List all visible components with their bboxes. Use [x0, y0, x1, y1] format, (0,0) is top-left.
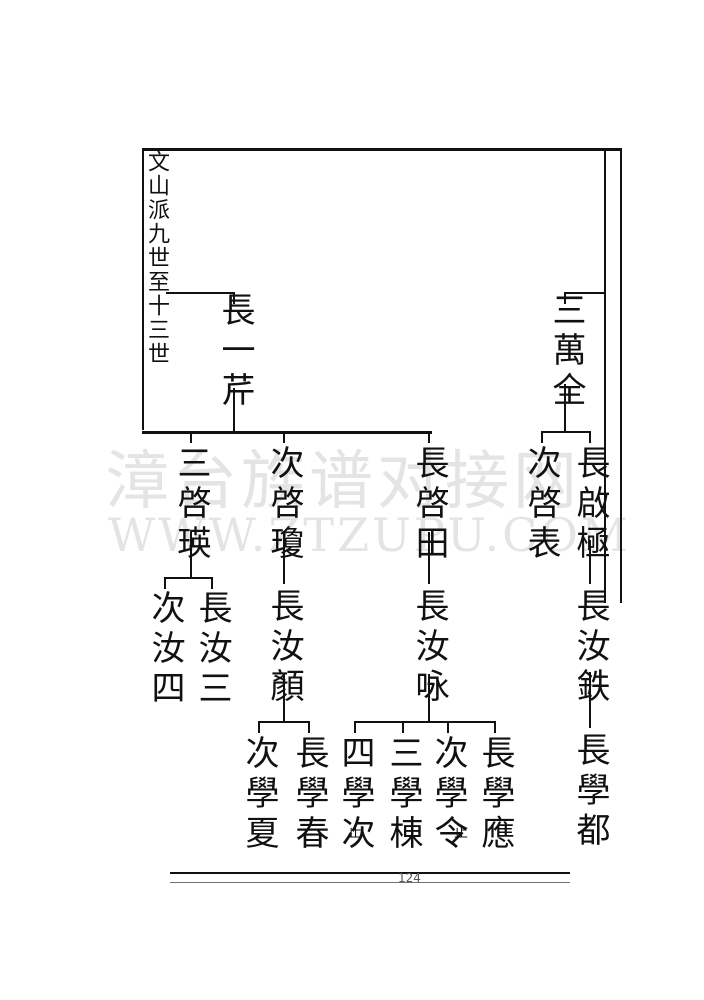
connector [258, 721, 310, 723]
person-name: 長學春 [289, 735, 329, 855]
bottom-rule [170, 872, 570, 874]
connector [564, 384, 566, 432]
page-number: 124 [398, 871, 421, 885]
top-border [142, 148, 620, 151]
connector [211, 577, 213, 589]
connector [164, 577, 166, 589]
connector [564, 292, 606, 294]
left-border [142, 148, 144, 430]
connector [589, 540, 591, 584]
connector [447, 721, 449, 733]
person-name: 長啓田 [409, 445, 449, 565]
connector [589, 431, 591, 443]
bottom-rule-thin [170, 882, 570, 883]
connector [233, 388, 235, 432]
person-name: 長汝三 [192, 590, 232, 710]
person-name: 長汝鉄 [570, 588, 610, 708]
connector [190, 532, 192, 578]
person-name: 四學次 [335, 735, 375, 855]
connector [166, 292, 234, 294]
connector [283, 532, 285, 584]
person-name: 長啟極 [570, 445, 610, 565]
end-line-mark: 止 [454, 825, 468, 841]
connector [354, 721, 496, 723]
connector [258, 721, 260, 733]
connector [589, 672, 591, 728]
connector [164, 577, 212, 579]
right-border-outer [620, 148, 622, 603]
connector [233, 292, 235, 304]
connector [541, 431, 543, 443]
person-name: 長一芹 [215, 292, 255, 412]
person-name: 次學令 [428, 735, 468, 855]
connector [428, 532, 430, 584]
connector [428, 674, 430, 722]
connector [541, 431, 591, 433]
person-name: 次學夏 [239, 735, 279, 855]
connector [283, 431, 285, 443]
person-name: 次啓表 [521, 445, 561, 565]
person-name: 次啓瓊 [264, 445, 304, 565]
person-name: 三啓瑛 [171, 445, 211, 565]
section-title: 文山派九世至十三世 [144, 150, 169, 366]
person-name: 長學應 [475, 735, 515, 855]
person-name: 長學都 [570, 732, 610, 852]
connector [354, 721, 356, 733]
person-name: 三萬全 [546, 292, 586, 412]
connector [283, 674, 285, 722]
watermark-chinese: 漳台族谱对接网 [105, 445, 581, 519]
connector [402, 721, 404, 733]
end-line-mark: 止 [348, 825, 362, 841]
person-name: 次汝四 [145, 590, 185, 710]
connector [190, 431, 192, 443]
connector [142, 431, 432, 434]
person-name: 三學棟 [383, 735, 423, 855]
right-border-inner [604, 148, 606, 603]
connector [428, 431, 430, 443]
person-name: 長汝咏 [409, 588, 449, 708]
connector [564, 292, 566, 304]
connector [494, 721, 496, 733]
watermark-url: WWW.ZTZUPU.COM [108, 508, 632, 562]
connector [308, 721, 310, 733]
person-name: 長汝顏 [264, 588, 304, 708]
